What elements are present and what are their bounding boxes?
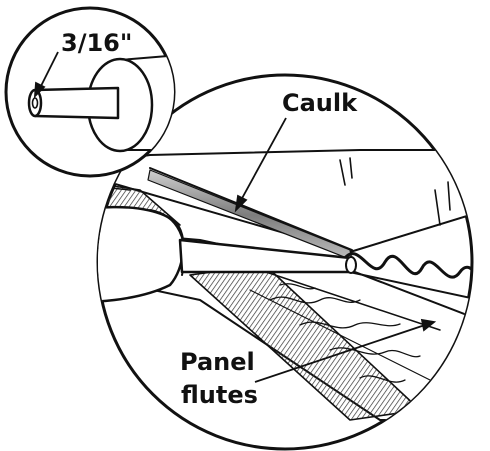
bead-size-label: 3/16" <box>61 29 132 57</box>
joint-wave <box>343 252 472 279</box>
panel-flutes-label-line2: flutes <box>181 381 258 409</box>
nozzle-inset <box>4 6 176 178</box>
leader-lines <box>33 51 437 383</box>
magnified-view <box>96 73 474 451</box>
caulk-label: Caulk <box>282 89 358 117</box>
panel-flutes-label-line1: Panel <box>180 348 255 376</box>
caulk-tube <box>98 205 185 304</box>
